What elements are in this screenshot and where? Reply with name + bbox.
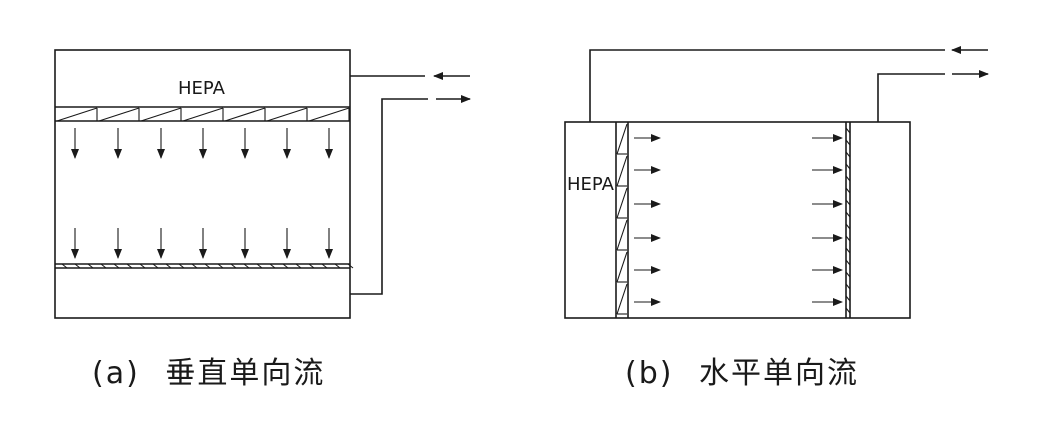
filter-hatch-line [616,187,628,219]
filter-hatch-line [140,107,182,122]
grille-tick [334,263,341,269]
grille-tick [295,263,302,269]
filter-hatch-line [98,107,140,122]
vertical-airflow-arrows-lower [71,228,333,259]
grille-tick [269,263,276,269]
caption-horizontal-text: 水平单向流 [699,356,859,391]
grille-tick [204,263,211,269]
filter-hatch-line [616,283,628,315]
grille-tick [845,235,851,242]
grille-tick [845,175,851,182]
filter-hatch-line [182,107,224,122]
filter-hatch-line [224,107,266,122]
filter-hatch-line [266,107,308,122]
horizontal-return-duct [877,73,945,122]
horizontal-flow-diagram: HEPA [564,46,989,319]
vertical-return-grille [61,263,354,269]
grille-tick [74,263,81,269]
grille-tick [191,263,198,269]
vertical-return-duct [350,98,428,295]
vertical-filter-hatching [56,107,350,122]
horizontal-filter-hatching [616,123,628,315]
grille-tick [845,139,851,146]
filter-hatch-line [616,155,628,187]
grille-tick [845,127,851,134]
grille-tick [308,263,315,269]
horizontal-airflow-arrows-right [812,134,843,306]
grille-tick [845,223,851,230]
caption-vertical-text: 垂直单向流 [165,356,326,391]
grille-tick [243,263,250,269]
grille-tick [845,247,851,254]
grille-tick [217,263,224,269]
grille-tick [230,263,237,269]
filter-hatch-line [616,251,628,283]
grille-tick [845,295,851,302]
horizontal-return-grille [845,127,851,314]
grille-tick [845,163,851,170]
caption-vertical-flow: (a) 垂直单向流 [92,348,325,392]
grille-tick [845,271,851,278]
grille-tick [845,211,851,218]
grille-tick [113,263,120,269]
grille-tick [321,263,328,269]
grille-tick [845,259,851,266]
vertical-airflow-arrows-upper [71,128,333,159]
grille-tick [845,307,851,314]
vertical-flow-diagram: HEPA [54,49,471,319]
vertical-room-outline [54,49,351,319]
horizontal-hepa-label: HEPA [567,174,615,195]
grille-tick [165,263,172,269]
caption-vertical-prefix: (a) [92,356,140,391]
vertical-hepa-label: HEPA [178,78,226,99]
grille-tick [347,263,354,269]
grille-tick [282,263,289,269]
horizontal-airflow-arrows-left [634,134,661,306]
filter-hatch-line [616,219,628,251]
grille-tick [845,199,851,206]
grille-tick [845,151,851,158]
caption-horizontal-prefix: (b) [625,356,674,391]
grille-tick [845,283,851,290]
filter-hatch-line [308,107,350,122]
filter-hatch-line [56,107,98,122]
grille-tick [61,263,68,269]
grille-tick [845,187,851,194]
grille-tick [100,263,107,269]
grille-tick [256,263,263,269]
grille-tick [139,263,146,269]
horizontal-room-outline [564,121,911,319]
filter-hatch-line [616,123,628,155]
grille-tick [178,263,185,269]
caption-horizontal-flow: (b) 水平单向流 [625,348,859,392]
horizontal-supply-duct [589,49,945,122]
grille-tick [87,263,94,269]
grille-tick [152,263,159,269]
grille-tick [126,263,133,269]
